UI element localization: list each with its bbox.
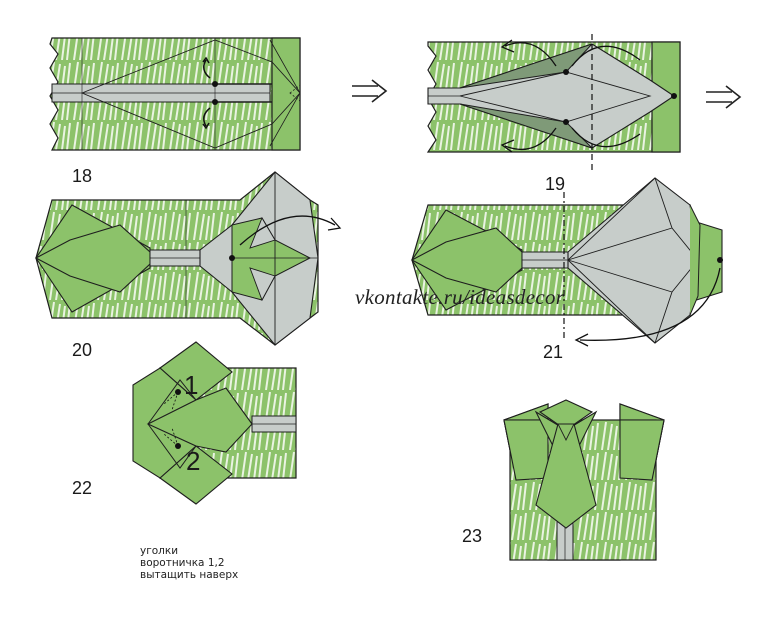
step-18-figure xyxy=(49,37,301,151)
step-22-number: 22 xyxy=(72,478,92,498)
double-arrow-right-icon xyxy=(706,85,742,109)
instruction-note: уголки воротничка 1,2 вытащить наверх xyxy=(140,545,238,581)
step-20-number: 20 xyxy=(72,340,92,360)
step-22-figure xyxy=(132,341,297,505)
double-arrow-right-icon xyxy=(352,79,388,103)
step-20-figure xyxy=(34,171,342,346)
note-line: вытащить наверх xyxy=(140,569,239,581)
step-19-figure xyxy=(426,34,681,170)
step-18-number: 18 xyxy=(72,166,92,186)
step-22-mark-1: 1 xyxy=(184,370,198,400)
step-19-number: 19 xyxy=(545,174,565,194)
step-23-number: 23 xyxy=(462,526,482,546)
step-21-figure xyxy=(410,177,723,347)
step-23-shirt xyxy=(503,399,665,561)
watermark-text: vkontakte.ru/ideasdecor xyxy=(355,285,565,309)
note-line: воротничка 1,2 xyxy=(140,557,225,569)
note-line: уголки xyxy=(140,545,179,557)
step-21-number: 21 xyxy=(543,342,563,362)
step-22-mark-2: 2 xyxy=(186,446,200,476)
